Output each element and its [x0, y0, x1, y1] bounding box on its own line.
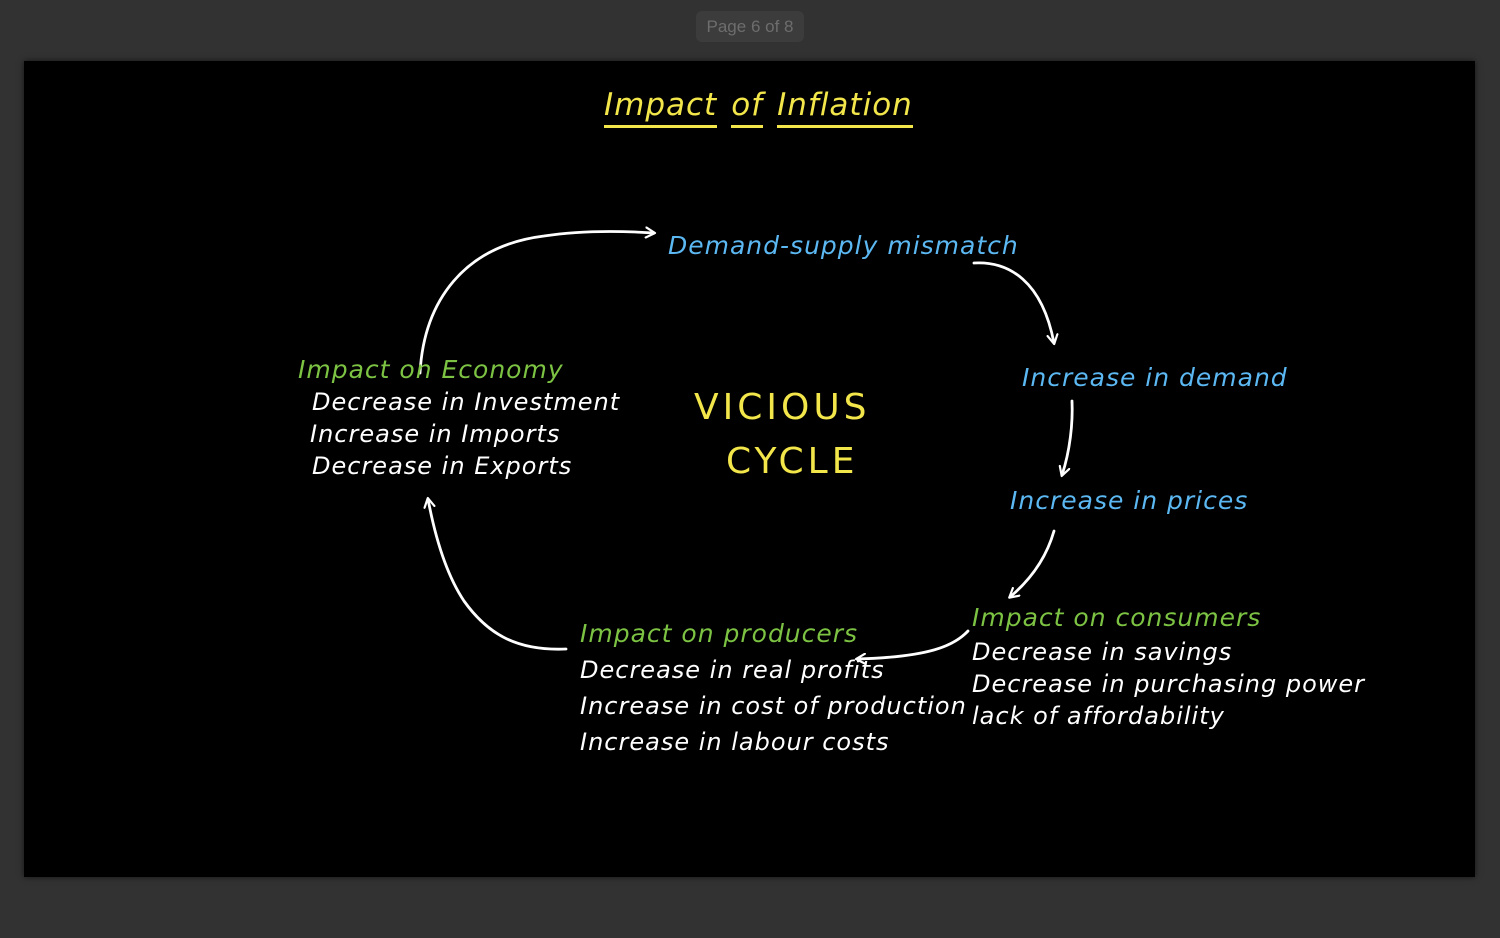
- node-increase-in-prices: Increase in prices: [1010, 486, 1249, 515]
- slide-page: Impact of Inflation Demand-supply mismatch…: [24, 61, 1475, 877]
- title-word: Impact: [604, 87, 718, 128]
- arrow-demand-to-prices: [1062, 399, 1074, 475]
- consumers-line: Decrease in purchasing power: [972, 670, 1366, 698]
- node-economy: Impact on Economy Decrease in Investment…: [298, 355, 620, 482]
- title-word: of: [731, 87, 764, 128]
- node-demand-supply-mismatch: Demand-supply mismatch: [668, 231, 1019, 260]
- economy-line: Decrease in Investment: [312, 388, 621, 416]
- node-producers: Impact on producers Decrease in real pro…: [580, 619, 967, 758]
- economy-line: Decrease in Exports: [312, 452, 573, 480]
- producers-title: Impact on producers: [580, 619, 859, 648]
- node-increase-in-demand: Increase in demand: [1022, 363, 1288, 392]
- consumers-line: lack of affordability: [972, 702, 1225, 730]
- economy-line: Increase in Imports: [310, 420, 561, 448]
- producers-line: Increase in labour costs: [580, 728, 890, 756]
- center-label-cycle: CYCLE: [726, 441, 859, 482]
- title-word: Inflation: [777, 87, 913, 128]
- producers-line: Decrease in real profits: [580, 656, 885, 684]
- arrow-producers-to-economy: [428, 499, 568, 651]
- consumers-title: Impact on consumers: [972, 603, 1262, 632]
- slide-title: Impact of Inflation: [604, 87, 927, 128]
- producers-line: Increase in cost of production: [580, 692, 967, 720]
- economy-title: Impact on Economy: [298, 355, 564, 384]
- arrow-mismatch-to-demand: [972, 261, 1054, 343]
- center-label-vicious: VICIOUS: [694, 387, 871, 428]
- node-consumers: Impact on consumers Decrease in savings …: [972, 603, 1365, 732]
- arrow-prices-to-consumers: [1010, 529, 1056, 597]
- consumers-line: Decrease in savings: [972, 638, 1233, 666]
- arrow-economy-to-mismatch: [418, 231, 654, 375]
- page-indicator: Page 6 of 8: [696, 11, 804, 42]
